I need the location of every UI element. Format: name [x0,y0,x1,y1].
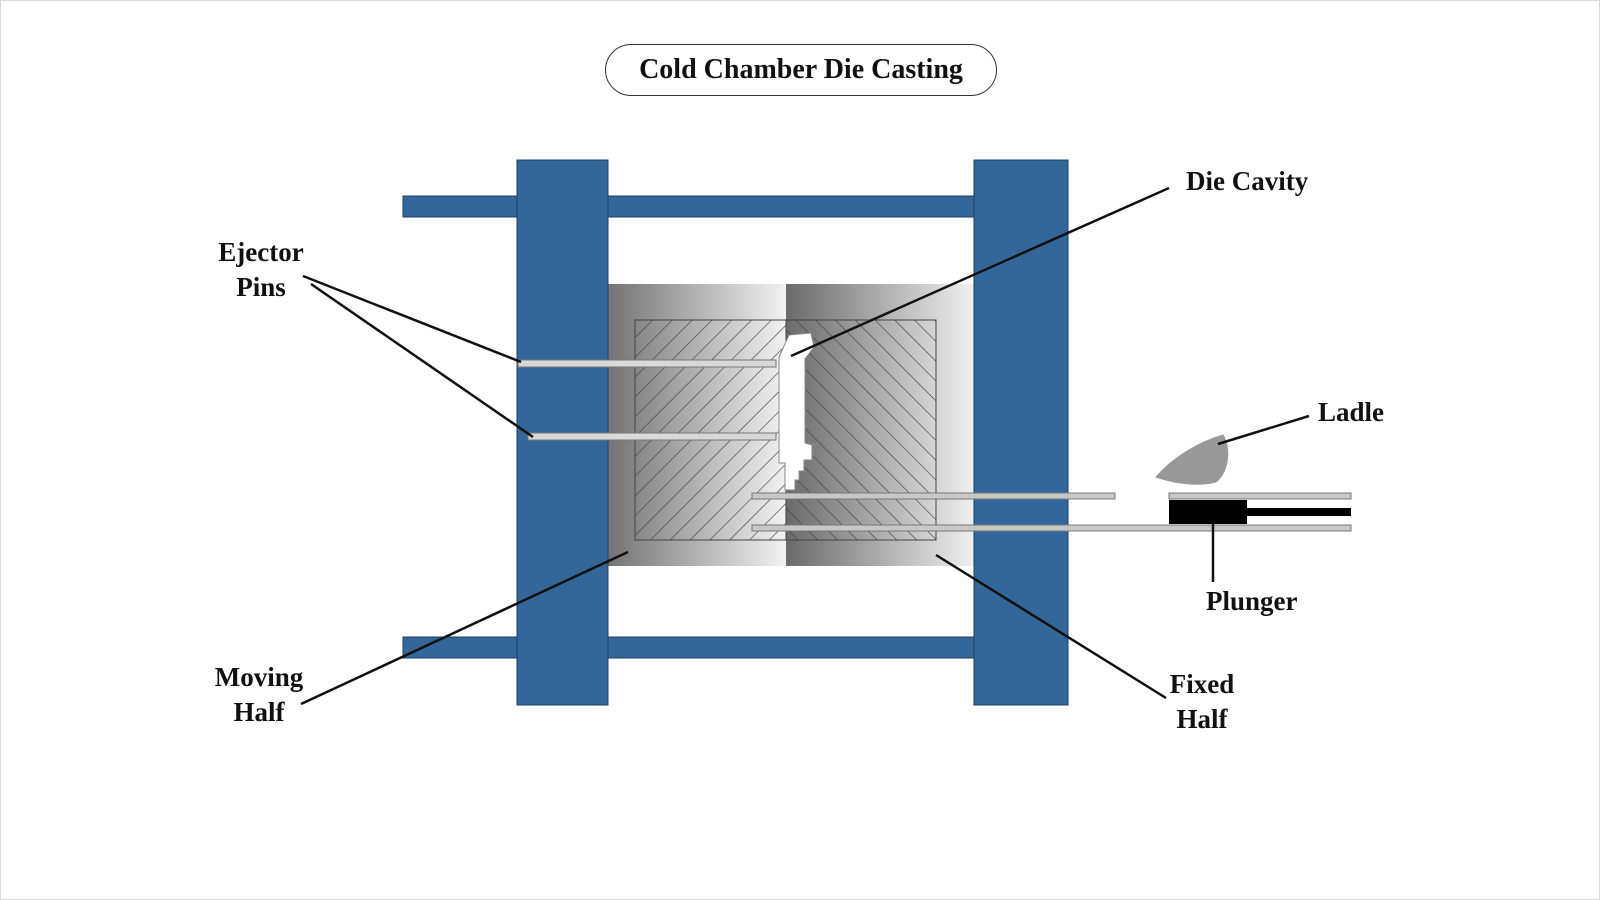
label-ejector-pins: Ejector Pins [206,235,316,305]
die-cavity-shape [778,332,815,491]
lower-tie-bar [402,636,976,659]
label-ejector-pins-line1: Ejector [218,237,304,267]
label-plunger: Plunger [1206,586,1298,616]
label-moving-half-line1: Moving [214,662,304,692]
ladle-shape [1155,434,1229,485]
die-cavity-leader [790,186,1170,358]
moving-half-hatch [634,319,787,541]
ladle-leader [1217,414,1310,446]
ejector-pin-upper [517,359,777,368]
fixed-half-leader [935,553,1167,700]
ejector-pin-leader-upper [302,274,522,364]
label-die-cavity: Die Cavity [1186,166,1309,196]
label-fixed-half: Fixed Half [1152,667,1252,737]
shot-sleeve-upper-wall [751,492,1116,500]
shot-sleeve-lower-wall [751,524,1352,532]
label-ladle: Ladle [1318,397,1385,427]
label-fixed-half-line2: Half [1176,704,1228,734]
fixed-platen [973,159,1069,706]
moving-half-leader [300,550,629,706]
label-moving-half-line2: Half [233,697,285,727]
ejector-pin-leader-lower [310,282,534,439]
plunger-sleeve-upper-wall [1168,492,1352,500]
plunger-rod [1247,508,1351,516]
leader-lines [300,186,1310,706]
label-ejector-pins-line2: Pins [236,272,286,302]
label-fixed-half-line1: Fixed [1169,669,1235,699]
fixed-half-hatch [785,319,937,541]
plunger-head [1169,500,1247,524]
label-moving-half: Moving Half [203,660,315,730]
diagram-title: Cold Chamber Die Casting [605,44,997,96]
upper-tie-bar [402,195,976,218]
ejector-pin-lower [527,432,777,441]
